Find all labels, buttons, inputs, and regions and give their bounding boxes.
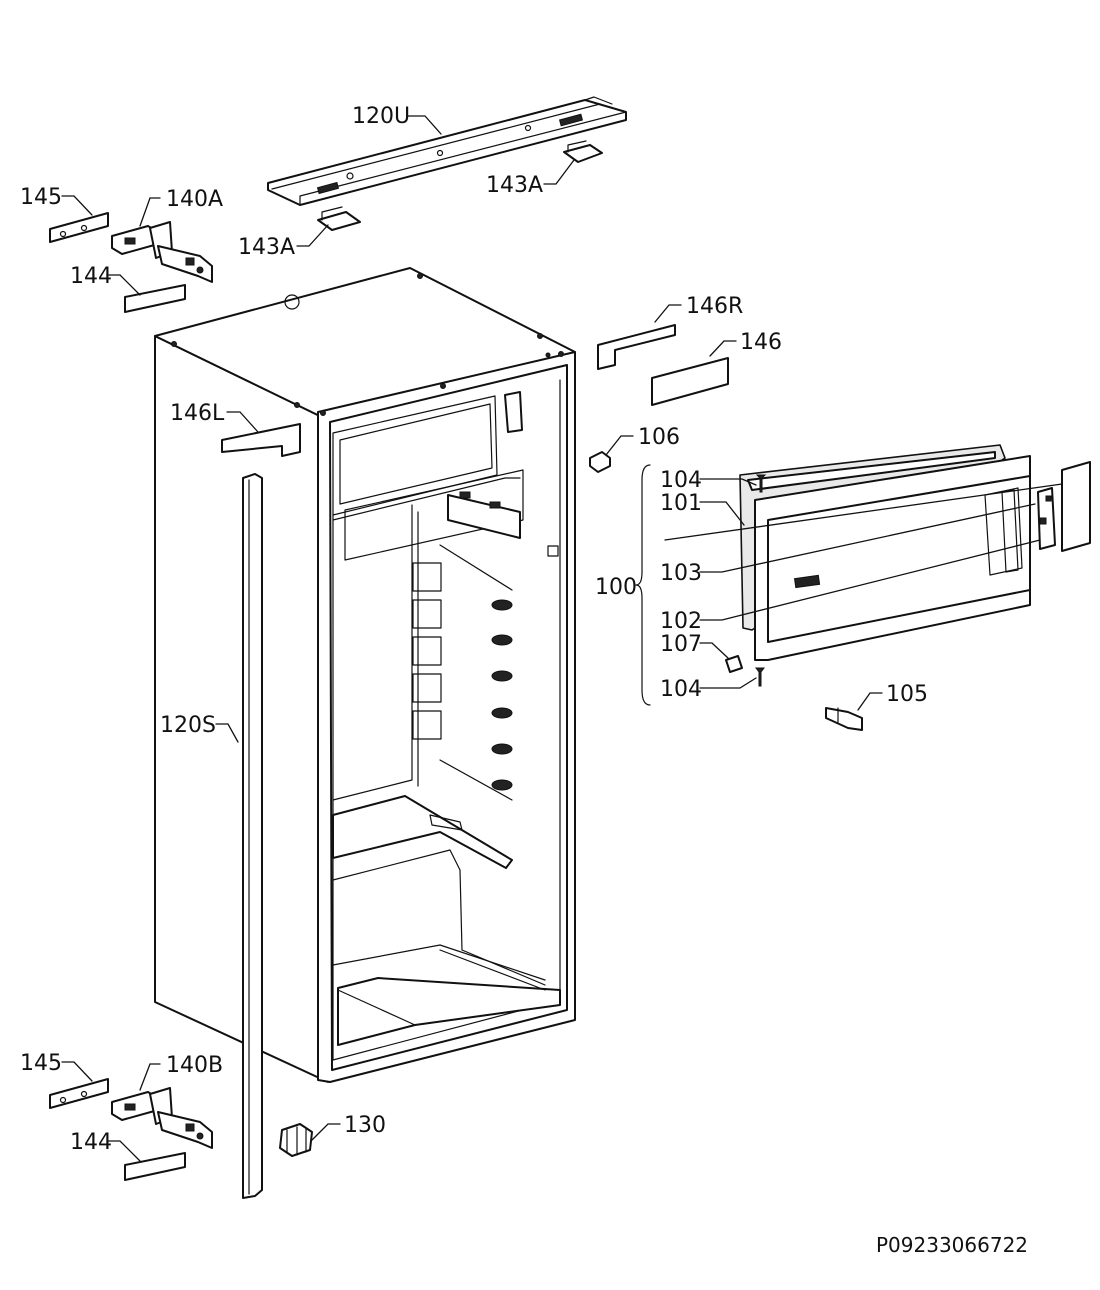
label-120S: 120S [160, 713, 216, 738]
plate-146[interactable] [651, 357, 729, 406]
cap-143A-left[interactable] [317, 206, 361, 231]
cabinet-body [154, 267, 576, 1083]
label-140B: 140B [166, 1053, 223, 1078]
label-107: 107 [660, 632, 702, 657]
label-130: 130 [344, 1113, 386, 1138]
label-104-bottom: 104 [660, 677, 702, 702]
label-140A: 140A [166, 187, 223, 212]
trim-146R[interactable] [597, 324, 676, 370]
label-103: 103 [660, 561, 702, 586]
label-104-top: 104 [660, 468, 702, 493]
cover-107[interactable] [725, 655, 743, 673]
hinge-140A[interactable] [111, 221, 213, 283]
label-120U: 120U [352, 104, 410, 129]
cover-145-top[interactable] [49, 212, 109, 243]
cover-144-top[interactable] [124, 284, 186, 313]
screw-104-top[interactable] [755, 474, 767, 493]
label-143A-right: 143A [486, 173, 543, 198]
label-145-top: 145 [20, 185, 62, 210]
handle-hinge-parts[interactable] [1037, 487, 1056, 550]
drawing-code: P09233066722 [876, 1233, 1028, 1257]
label-106: 106 [638, 425, 680, 450]
label-102: 102 [660, 609, 702, 634]
label-146R: 146R [686, 294, 743, 319]
stopper-106[interactable] [589, 451, 611, 473]
cover-145-bottom[interactable] [49, 1078, 109, 1109]
label-143A-left: 143A [238, 235, 295, 260]
label-144-bottom: 144 [70, 1130, 112, 1155]
label-100: 100 [595, 575, 637, 600]
label-101: 101 [660, 491, 702, 516]
label-146L: 146L [170, 401, 225, 426]
top-rail-120U[interactable] [267, 96, 627, 206]
door-panel-102[interactable] [754, 455, 1031, 661]
hinge-pin-105[interactable] [825, 707, 863, 731]
leader-lines [61, 115, 1063, 1162]
hinge-140B[interactable] [111, 1087, 213, 1149]
door-seal-120S[interactable] [242, 473, 263, 1199]
cap-143A-right[interactable] [563, 140, 603, 163]
bracket-100 [635, 464, 651, 706]
end-cap[interactable] [1061, 461, 1091, 552]
label-105: 105 [886, 682, 928, 707]
foot-130[interactable] [279, 1123, 313, 1157]
label-146: 146 [740, 330, 782, 355]
label-144-top: 144 [70, 264, 112, 289]
part-labels: 120U 143A 143A 145 140A 144 146R 146 146… [20, 104, 928, 1155]
strip-146L[interactable] [221, 423, 301, 457]
cover-144-bottom[interactable] [124, 1152, 186, 1181]
label-145-bottom: 145 [20, 1051, 62, 1076]
screw-104-bottom[interactable] [755, 667, 765, 687]
